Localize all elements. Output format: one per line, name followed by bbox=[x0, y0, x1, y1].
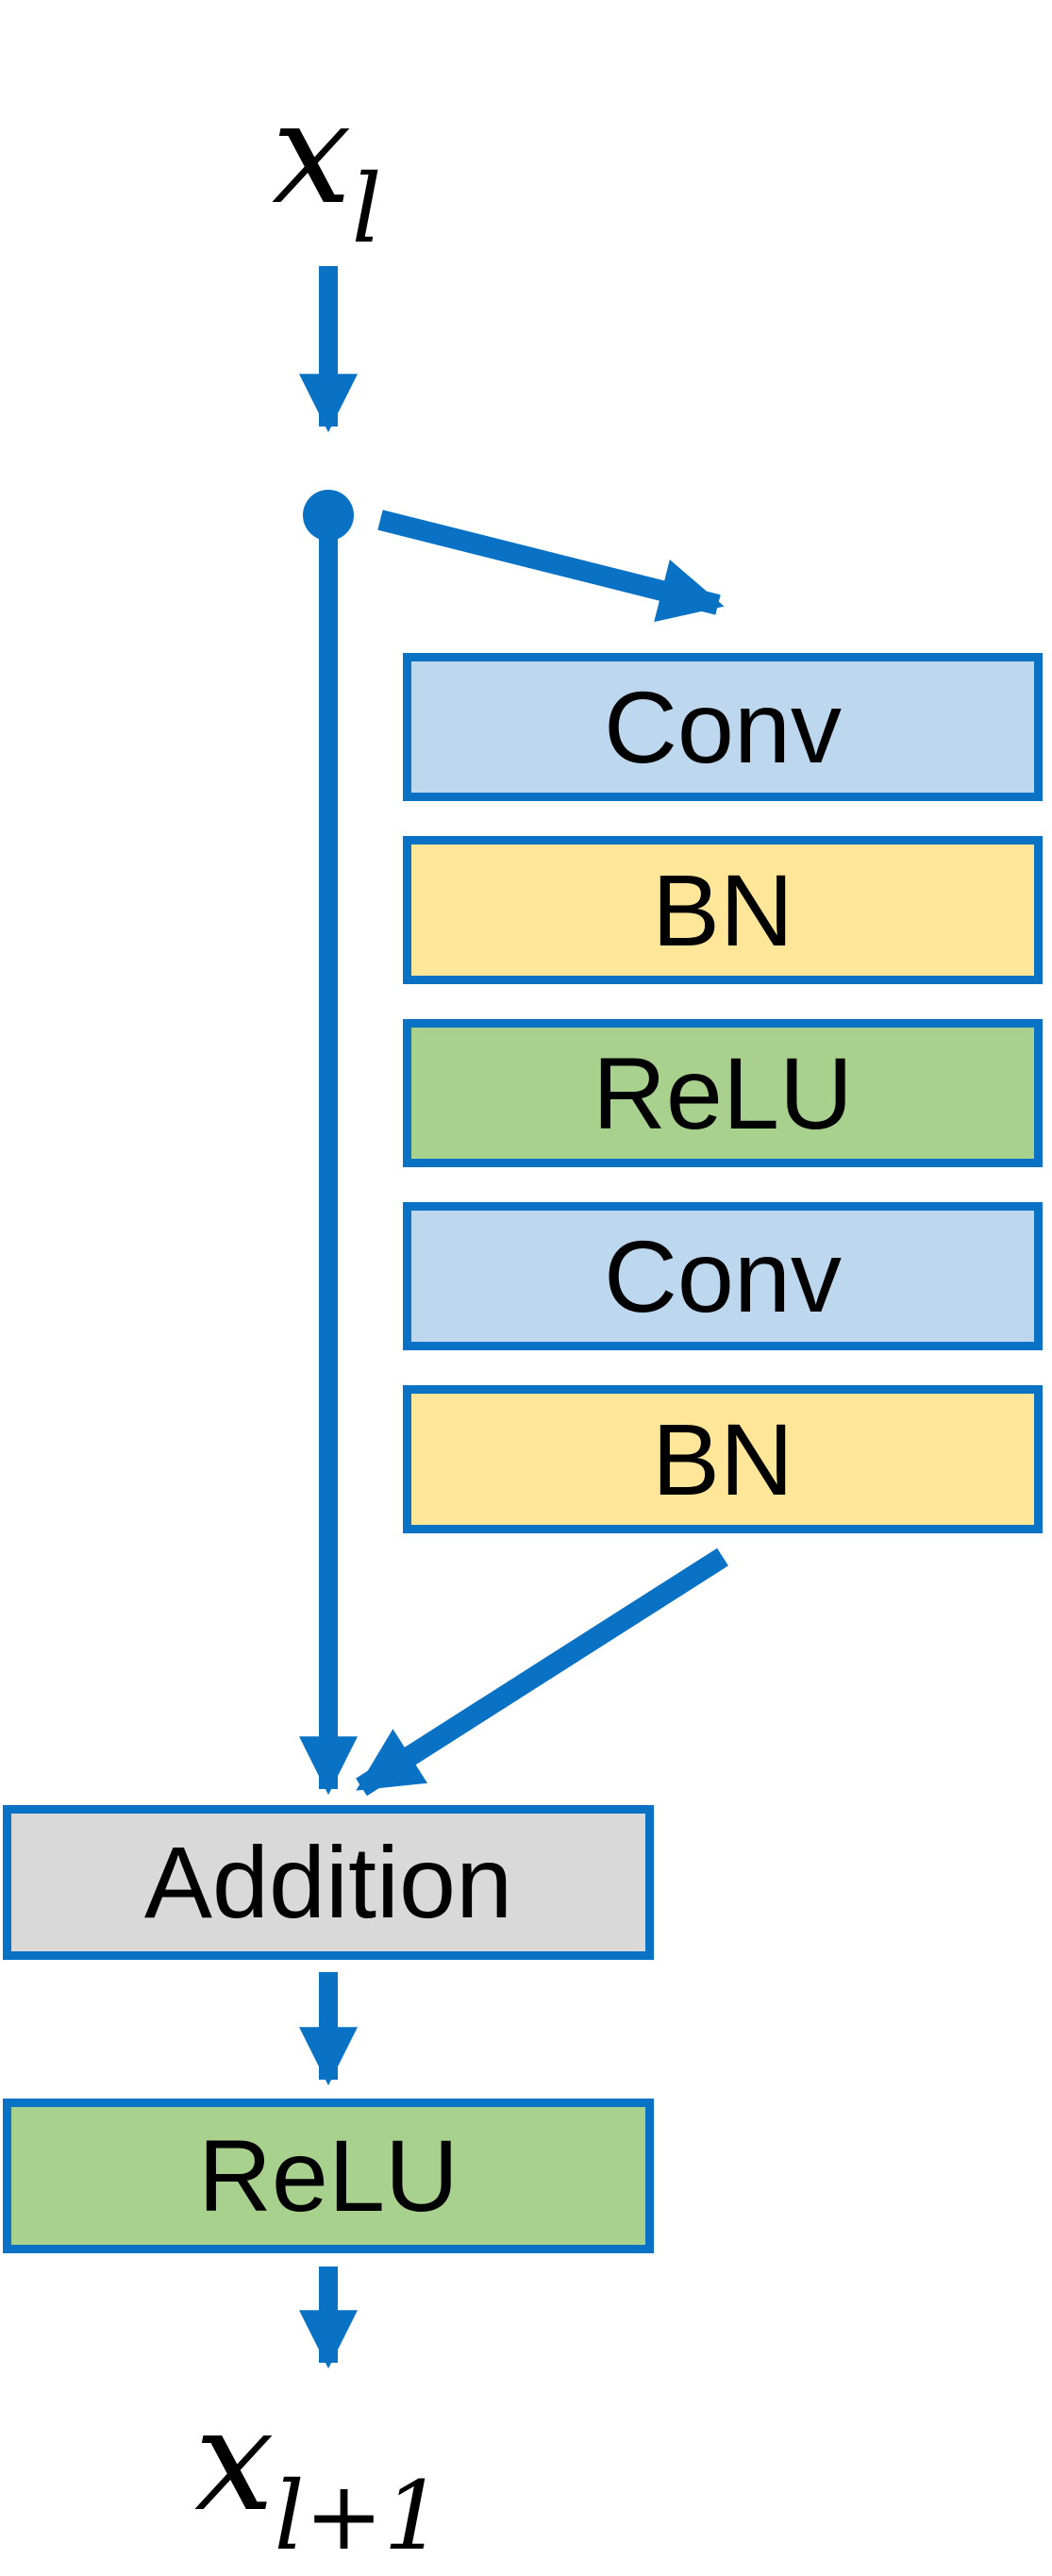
layer-box-conv-1: Conv bbox=[403, 653, 1043, 801]
layer-box-conv-2: Conv bbox=[403, 1202, 1043, 1350]
layer-box-bn-2: BN bbox=[403, 1385, 1043, 1533]
branch-to-layers-arrow bbox=[377, 510, 725, 623]
layer-label: BN bbox=[651, 852, 794, 967]
layer-box-relu: ReLU bbox=[403, 1019, 1043, 1167]
branch-dot bbox=[303, 490, 354, 541]
output-label-base: x bbox=[194, 2379, 275, 2543]
output-relu-box: ReLU bbox=[3, 2099, 654, 2253]
layer-label: BN bbox=[651, 1401, 794, 1516]
addition-label: Addition bbox=[143, 1825, 513, 1939]
layer-label: ReLU bbox=[592, 1035, 854, 1150]
output-relu-label: ReLU bbox=[197, 2118, 459, 2233]
residual-to-addition-arrow bbox=[356, 1547, 728, 1797]
layer-box-bn-1: BN bbox=[403, 836, 1043, 984]
input-label-base: x bbox=[272, 72, 352, 236]
input-label-subscript: l bbox=[351, 154, 382, 264]
layer-label: Conv bbox=[603, 669, 843, 784]
output-label-subscript: l+1 bbox=[274, 2461, 444, 2571]
input-label: xl bbox=[272, 83, 382, 257]
output-label: xl+1 bbox=[194, 2390, 443, 2564]
layer-label: Conv bbox=[603, 1218, 843, 1333]
addition-box: Addition bbox=[3, 1805, 654, 1960]
